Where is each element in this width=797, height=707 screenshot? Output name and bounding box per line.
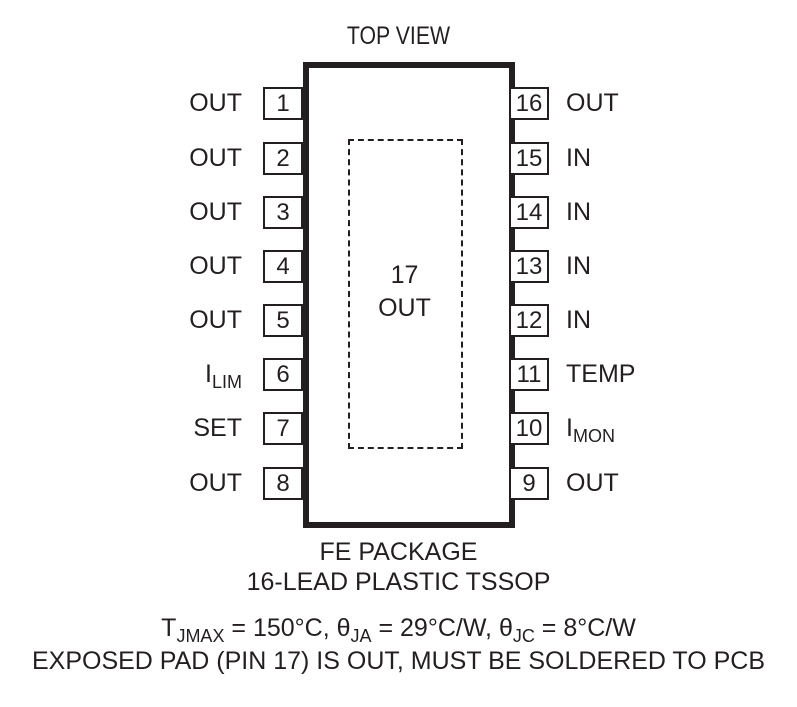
pin-2-label: OUT — [189, 144, 242, 172]
thermal-specs: TJMAX = 150°C, θJA = 29°C/W, θJC = 8°C/W — [161, 614, 636, 646]
pin-12: 12 — [509, 304, 549, 337]
pin-11: 11 — [509, 358, 549, 391]
pin-16-label: OUT — [566, 89, 619, 117]
pin-11-label: TEMP — [566, 360, 636, 388]
pin-5-label: OUT — [189, 306, 242, 334]
pin-3: 3 — [263, 196, 303, 229]
pin-1-label: OUT — [189, 89, 242, 117]
pin-6: 6 — [263, 358, 303, 391]
pin-4: 4 — [263, 250, 303, 283]
pin-14-label: IN — [566, 198, 591, 226]
pin-6-label: ILIM — [205, 360, 242, 392]
package-name: FE PACKAGE — [319, 538, 478, 566]
pin-5: 5 — [263, 304, 303, 337]
pin-8-label: OUT — [189, 469, 242, 497]
pin-12-label: IN — [566, 306, 591, 334]
pin-13: 13 — [509, 250, 549, 283]
exposed-pad-label: 17 OUT — [348, 259, 461, 325]
pin-2: 2 — [263, 142, 303, 175]
pin-10-label: IMON — [566, 414, 615, 446]
ic-package-body — [303, 62, 515, 528]
exposed-pad-outline — [348, 139, 463, 449]
pin-15-label: IN — [566, 144, 591, 172]
exposed-pad-number: 17 — [390, 261, 419, 289]
pin-1: 1 — [263, 87, 303, 120]
pin-4-label: OUT — [189, 252, 242, 280]
exposed-pad-note: EXPOSED PAD (PIN 17) IS OUT, MUST BE SOL… — [31, 647, 766, 675]
pin-10: 10 — [509, 412, 549, 445]
pin-9: 9 — [509, 467, 549, 500]
pin-3-label: OUT — [189, 198, 242, 226]
pin-9-label: OUT — [566, 469, 619, 497]
pin-16: 16 — [509, 87, 549, 120]
pin-14: 14 — [509, 196, 549, 229]
pin-8: 8 — [263, 467, 303, 500]
pin-7-label: SET — [193, 414, 242, 442]
view-title: TOP VIEW — [346, 22, 451, 50]
exposed-pad-name: OUT — [378, 294, 431, 322]
package-description: 16-LEAD PLASTIC TSSOP — [246, 568, 551, 596]
pin-15: 15 — [509, 142, 549, 175]
pin-13-label: IN — [566, 252, 591, 280]
pin-7: 7 — [263, 412, 303, 445]
